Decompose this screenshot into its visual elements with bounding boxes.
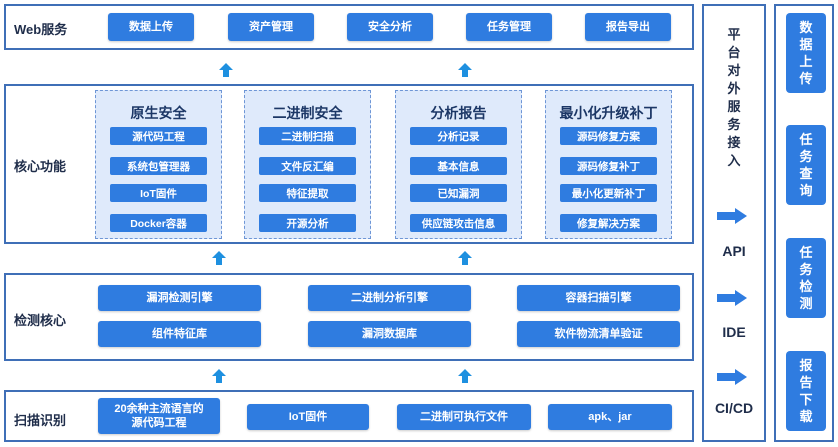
core-function-label: 核心功能 [14,159,67,174]
side-button-label: 任务查询 [799,132,813,198]
web-button-task-management[interactable]: 任务管理 [466,13,552,41]
panel-item[interactable]: 源代码工程 [110,127,207,145]
protocol-cicd: CI/CD [714,400,754,416]
panel-item[interactable]: 已知漏洞 [410,184,507,202]
side-button-task-detect[interactable]: 任务检测 [786,238,826,318]
component-feature-db[interactable]: 组件特征库 [98,321,261,347]
panel-native-security: 原生安全 源代码工程 系统包管理器 IoT固件 Docker容器 [95,90,222,239]
panel-item[interactable]: 源码修复方案 [560,127,657,145]
protocol-ide: IDE [722,324,746,340]
panel-title: 二进制安全 [272,105,343,121]
side-button-label: 任务检测 [799,245,813,311]
side-button-label: 报告下载 [799,358,813,424]
side-button-task-query[interactable]: 任务查询 [786,125,826,205]
side-button-label: 数据上传 [799,20,813,86]
up-arrow-icon [458,251,472,265]
vulnerability-db[interactable]: 漏洞数据库 [308,321,471,347]
right-arrow-icon [717,208,747,224]
right-arrow-icon [717,369,747,385]
up-arrow-icon [212,251,226,265]
up-arrow-icon [458,63,472,77]
detection-core-label: 检测核心 [14,313,67,328]
engine-vuln-detection[interactable]: 漏洞检测引擎 [98,285,261,311]
web-service-label: Web服务 [14,22,68,37]
panel-item[interactable]: 系统包管理器 [110,157,207,175]
up-arrow-icon [212,369,226,383]
panel-minimal-patch: 最小化升级补丁 源码修复方案 源码修复补丁 最小化更新补丁 修复解决方案 [545,90,672,239]
panel-binary-security: 二进制安全 二进制扫描 文件反汇编 特征提取 开源分析 [244,90,371,239]
panel-item[interactable]: 最小化更新补丁 [560,184,657,202]
panel-title: 分析报告 [430,105,487,121]
platform-access-panel [702,4,766,442]
engine-container-scan[interactable]: 容器扫描引擎 [517,285,680,311]
scan-binary-executables[interactable]: 二进制可执行文件 [397,404,531,430]
panel-item[interactable]: 特征提取 [259,184,356,202]
panel-item[interactable]: 供应链攻击信息 [410,214,507,232]
up-arrow-icon [458,369,472,383]
platform-access-title: 平台对外服务接入 [727,27,741,168]
web-button-report-export[interactable]: 报告导出 [585,13,671,41]
panel-item[interactable]: 开源分析 [259,214,356,232]
side-button-report-download[interactable]: 报告下载 [786,351,826,431]
panel-item[interactable]: 文件反汇编 [259,157,356,175]
scan-apk-jar[interactable]: apk、jar [548,404,672,430]
panel-analysis-report: 分析报告 分析记录 基本信息 已知漏洞 供应链攻击信息 [395,90,522,239]
panel-item[interactable]: 源码修复补丁 [560,157,657,175]
panel-title: 最小化升级补丁 [559,105,658,121]
sbom-verification[interactable]: 软件物流清单验证 [517,321,680,347]
panel-item[interactable]: Docker容器 [110,214,207,232]
panel-item[interactable]: 二进制扫描 [259,127,356,145]
panel-title: 原生安全 [130,105,187,121]
protocol-api: API [722,243,746,259]
web-button-asset-management[interactable]: 资产管理 [228,13,314,41]
up-arrow-icon [219,63,233,77]
panel-item[interactable]: IoT固件 [110,184,207,202]
web-button-data-upload[interactable]: 数据上传 [108,13,194,41]
scan-iot-firmware[interactable]: IoT固件 [247,404,369,430]
panel-item[interactable]: 基本信息 [410,157,507,175]
engine-binary-analysis[interactable]: 二进制分析引擎 [308,285,471,311]
scan-identification-label: 扫描识别 [14,413,67,428]
web-button-security-analysis[interactable]: 安全分析 [347,13,433,41]
right-arrow-icon [717,290,747,306]
panel-item[interactable]: 修复解决方案 [560,214,657,232]
scan-source-projects[interactable]: 20余种主流语言的 源代码工程 [98,398,220,434]
side-button-data-upload[interactable]: 数据上传 [786,13,826,93]
panel-item[interactable]: 分析记录 [410,127,507,145]
